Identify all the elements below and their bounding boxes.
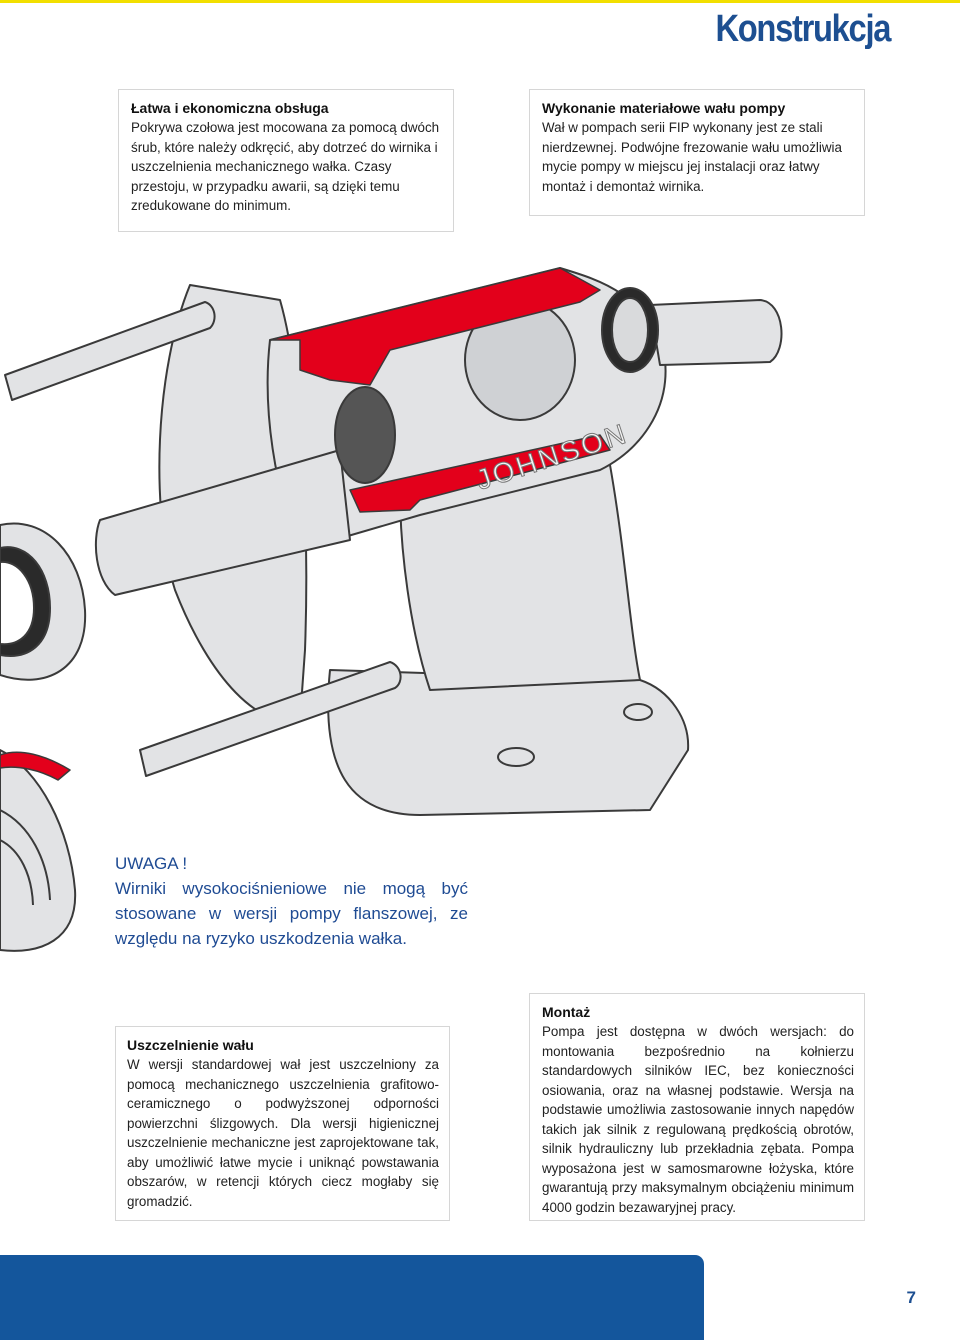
pump-base [327,669,690,816]
warning-text: Wirniki wysokociśnieniowe nie mogą być s… [115,879,468,948]
warning-note: UWAGA ! Wirniki wysokociśnieniowe nie mo… [115,851,468,951]
bottom-band [0,1255,704,1340]
info-box-heading: Łatwa i ekonomiczna obsługa [131,100,329,116]
info-box-heading: Montaż [542,1004,591,1020]
shaft-left [94,449,351,596]
pump-pedestal [399,464,641,691]
info-box-shaft-material: Wykonanie materiałowe wału pompy Wał w p… [529,89,865,216]
info-box-shaft-seal: Uszczelnienie wału W wersji standardowej… [115,1026,450,1221]
cut-section-left [0,751,71,781]
warning-title: UWAGA ! [115,854,188,873]
housing-rib [0,839,34,906]
base-hole [497,747,535,767]
tie-rod-bottom [139,661,402,777]
page-title: Konstrukcja [715,8,891,50]
info-box-text: W wersji standardowej wał jest uszczelni… [127,1057,439,1209]
info-box-text: Wał w pompach serii FIP wykonany jest ze… [542,120,842,194]
info-box-text: Pompa jest dostępna w dwóch wersjach: do… [542,1024,854,1215]
pump-cutaway-illustration: JOHNSON [0,267,783,952]
info-box-text: Pokrywa czołowa jest mocowana za pomocą … [131,120,440,213]
shaft-right [649,299,783,366]
top-band [0,0,960,3]
info-box-heading: Uszczelnienie wału [127,1037,254,1053]
housing-rib [0,809,51,901]
page-number: 7 [906,1288,916,1307]
info-box-heading: Wykonanie materiałowe wału pompy [542,100,786,116]
cut-section-mid [349,434,611,513]
shaft-seal-dark [334,386,396,484]
info-box-service: Łatwa i ekonomiczna obsługa Pokrywa czoł… [118,89,454,232]
base-hole [623,703,653,721]
tie-rod-top [4,301,216,401]
info-box-mounting: Montaż Pompa jest dostępna w dwóch wersj… [529,993,865,1221]
cut-section-top [269,267,601,386]
